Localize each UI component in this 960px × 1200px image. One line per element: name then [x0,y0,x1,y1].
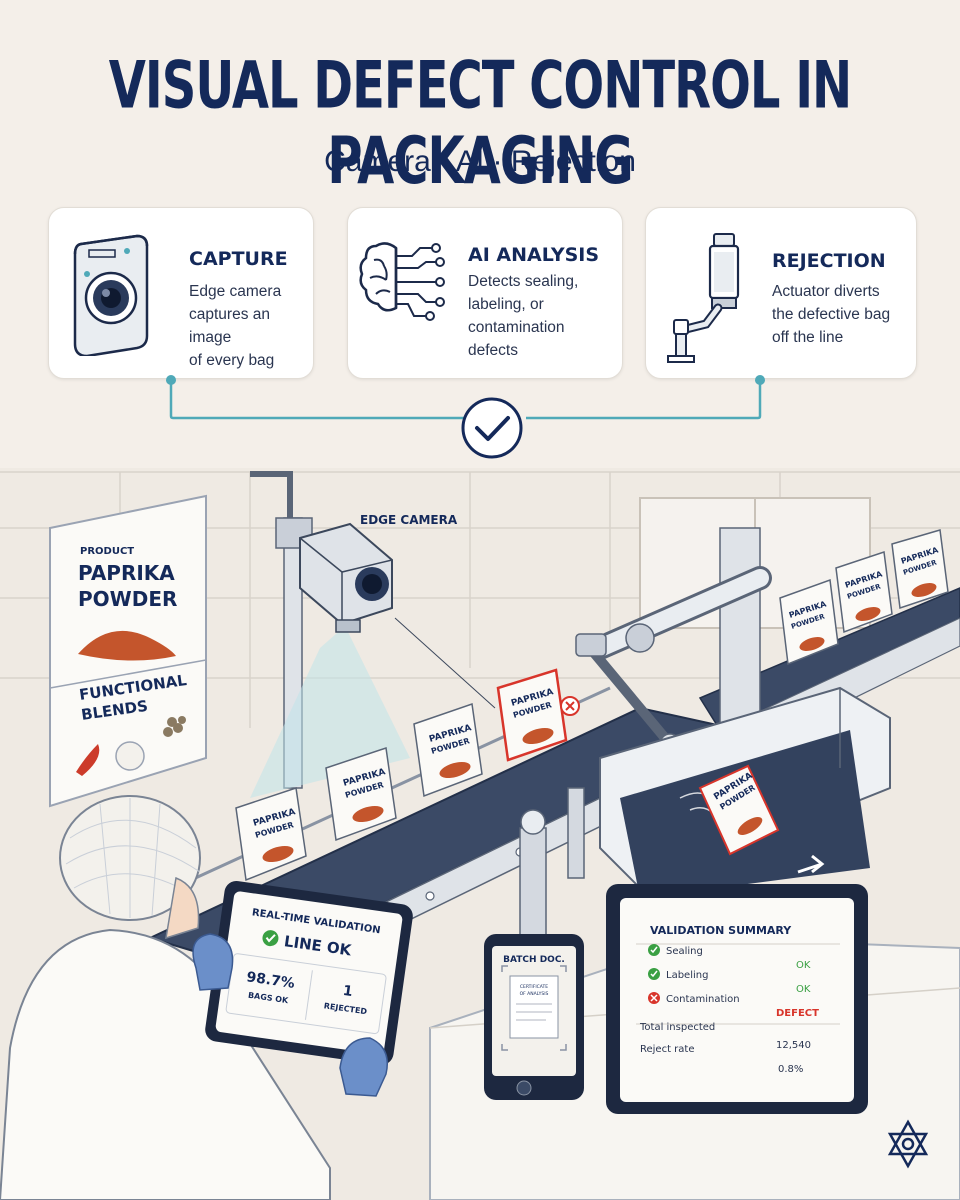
bag-2: PAPRIKA POWDER [325,747,397,842]
glove-left [192,933,234,991]
step-card-ai-analysis: AI ANALYSIS Detects sealing,labeling, or… [347,207,623,379]
summary-reject-label: Reject rate [640,1044,695,1055]
tablet-rejected-value: 1 [342,983,354,1000]
bag-back-1: PAPRIKA POWDER [779,578,839,666]
summary-check-labeling: Labeling OK [648,968,811,995]
bag-3: PAPRIKA POWDER [413,702,483,798]
bag-rejected: PAPRIKA POWDER [698,764,780,856]
bag-defective: PAPRIKA POWDER [496,668,580,762]
svg-text:OF ANALYSIS: OF ANALYSIS [520,991,549,997]
svg-text:Labeling: Labeling [666,970,708,981]
garlic-icon [115,741,145,771]
svg-text:OK: OK [796,984,811,995]
step-title: REJECTION [772,250,886,272]
peppercorn-icon [163,716,186,737]
actuator-icon [667,233,740,363]
tablet: REAL-TIME VALIDATION LINE OK 98.7% BAGS … [205,880,413,1065]
summary-reject-value: 0.8% [778,1064,803,1075]
poster-product-line1: PAPRIKA [78,561,175,585]
phone-camera-button[interactable] [516,1080,532,1096]
bag-back-2: PAPRIKA POWDER [835,551,893,634]
certificate-doc [509,975,559,1039]
edge-camera [299,522,393,633]
phone: BATCH DOC. CERTIFICATE OF ANALYSIS [484,934,584,1100]
edge-camera-label: EDGE CAMERA [360,513,458,527]
svg-text:Sealing: Sealing [666,946,703,957]
bag-back-3: PAPRIKA POWDER [891,529,949,610]
worker [0,795,331,1200]
svg-text:CERTIFICATE: CERTIFICATE [520,984,548,990]
glove-right [339,1037,388,1097]
paprika-pile [78,630,176,661]
brand-logo-icon [887,1119,929,1169]
product-poster: PRODUCT PAPRIKA POWDER FUNCTIONAL BLENDS [49,494,207,808]
summary-check-sealing: Sealing OK [648,944,811,971]
flow-connector [166,375,765,459]
step-title: CAPTURE [189,248,288,270]
check-circle-icon [461,397,523,459]
summary-title: VALIDATION SUMMARY [650,924,792,937]
summary-check-contamination: Contamination DEFECT [648,992,819,1019]
step-title: AI ANALYSIS [468,244,600,266]
page-title: VISUAL DEFECT CONTROL IN PACKAGING [108,48,852,200]
chili-icon [76,744,100,776]
bag-1: PAPRIKA POWDER [235,787,307,882]
svg-text:Contamination: Contamination [666,994,740,1005]
page-subtitle: Camera · AI · Rejection [324,145,636,178]
factory-scene: PRODUCT PAPRIKA POWDER FUNCTIONAL BLENDS… [0,468,960,1200]
svg-text:DEFECT: DEFECT [776,1008,819,1019]
summary-total-value: 12,540 [776,1040,811,1051]
phone-title: BATCH DOC. [503,955,565,965]
summary-total-label: Total inspected [639,1022,715,1033]
tablet-ok-value: 98.7% [245,969,295,992]
brain-circuit-icon [359,242,445,321]
summary-monitor: VALIDATION SUMMARY Sealing OK Labeling O… [606,884,868,1114]
defect-x-icon [560,696,580,716]
camera-icon [73,234,149,356]
poster-product-line2: POWDER [78,587,177,611]
poster-product-label: PRODUCT [80,546,134,557]
svg-text:OK: OK [796,960,811,971]
